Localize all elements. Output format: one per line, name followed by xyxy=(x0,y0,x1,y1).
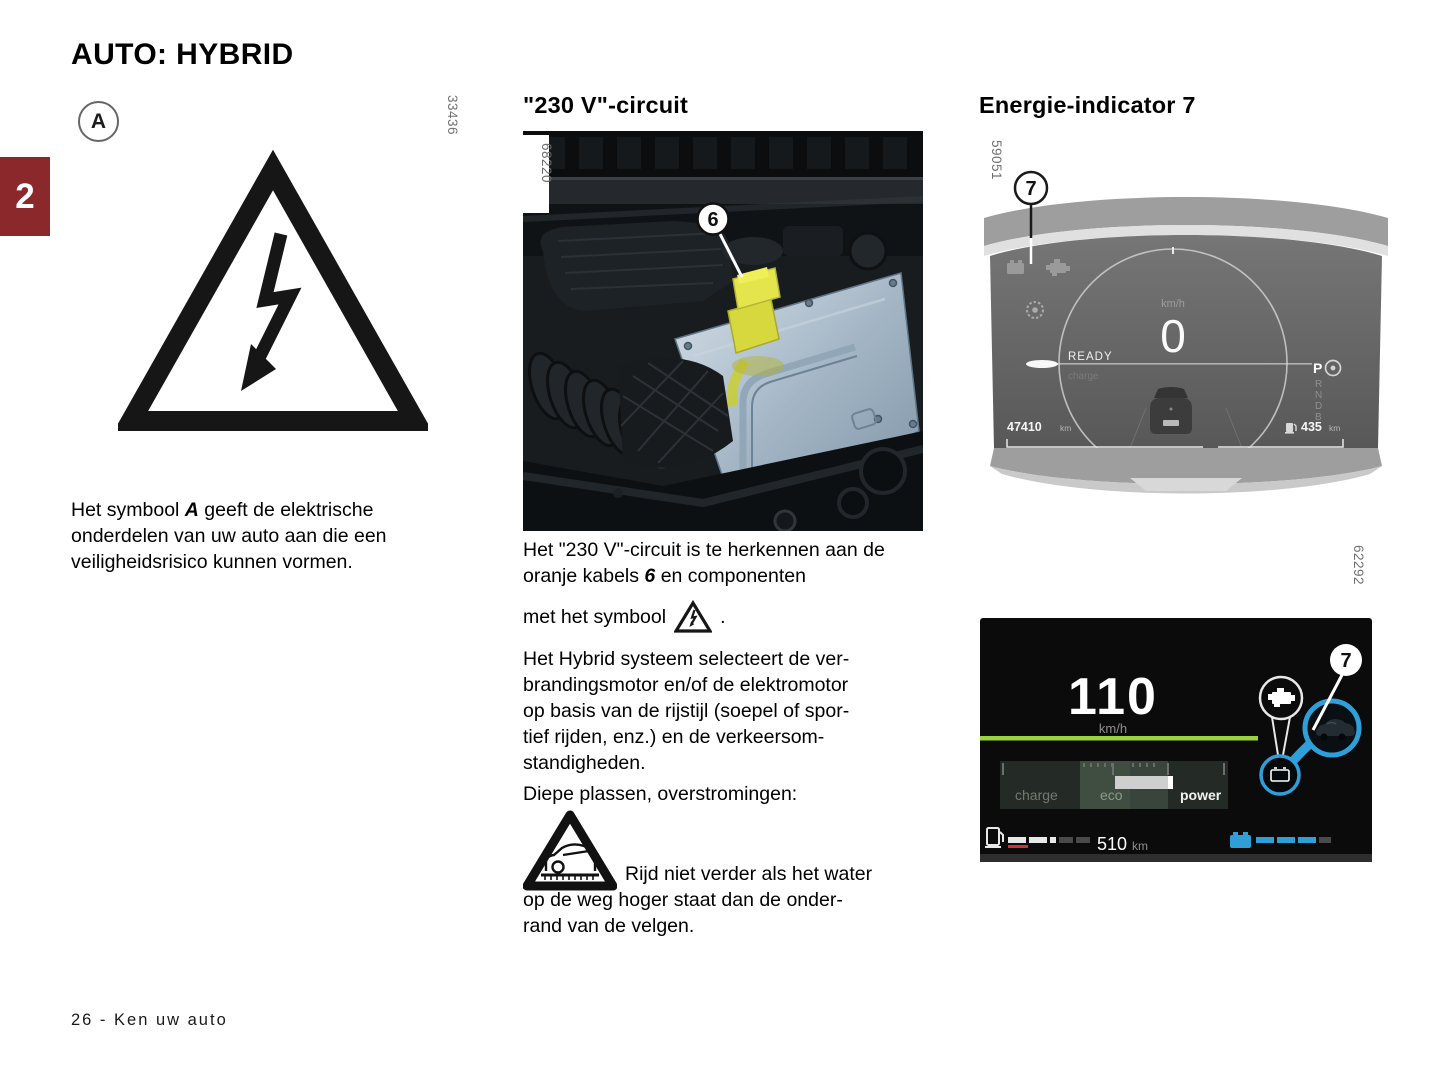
lightning-bolt-icon xyxy=(241,232,302,391)
orange-230v-connector xyxy=(726,267,784,408)
tpms-icon xyxy=(1026,301,1044,319)
gauge-label-power: power xyxy=(1180,787,1222,803)
gauge-label-charge: charge xyxy=(1015,787,1058,803)
range-unit: km xyxy=(1329,423,1340,433)
paragraph-text: en componenten xyxy=(655,565,806,587)
horizon-line xyxy=(1040,363,1312,365)
range-value: 435 xyxy=(1301,420,1322,434)
energy-flow-diagram: 7 xyxy=(1258,644,1362,796)
callout-6-number: 6 xyxy=(707,209,718,231)
gear-n: N xyxy=(1315,390,1322,401)
fuel-pump-icon xyxy=(985,827,1004,848)
callout-line xyxy=(1311,674,1344,731)
high-voltage-warning-triangle-icon xyxy=(118,150,428,431)
gear-selected: P xyxy=(1313,360,1322,376)
hybrid-battery-icon xyxy=(1270,767,1290,782)
high-voltage-triangle-small-icon xyxy=(674,600,713,633)
speed-limiter-icon xyxy=(1324,359,1342,377)
gear-r: R xyxy=(1315,379,1322,390)
range-unit: km xyxy=(1132,839,1148,853)
callout-line xyxy=(717,231,744,278)
gear-d: D xyxy=(1315,401,1322,412)
car-side-icon xyxy=(1316,719,1355,741)
figure-number-62292: 62292 xyxy=(1351,545,1366,586)
figure-number-68220: 68220 xyxy=(539,143,554,183)
check-engine-icon xyxy=(1046,259,1070,276)
caption-text: Het symbool xyxy=(71,499,185,521)
speed-unit: km/h xyxy=(1161,298,1185,310)
callout-7-number: 7 xyxy=(1340,650,1351,672)
fuel-gauge: 510 km xyxy=(985,827,1148,854)
marker-a-letter: A xyxy=(90,109,107,133)
callout-7-number: 7 xyxy=(1025,178,1036,200)
odometer-value: 47410 xyxy=(1007,420,1042,434)
chapter-tab: 2 xyxy=(0,157,50,236)
paragraph-text: met het symbool xyxy=(523,606,667,628)
paragraph-deep-water: Diepe plassen, overstromingen: xyxy=(523,783,798,805)
section-heading-energie-indicator: Energie-indicator 7 xyxy=(979,92,1196,118)
figure-number-33436: 33436 xyxy=(445,95,460,136)
energy-indicator-display: 110 km/h charge eco power xyxy=(980,618,1372,862)
energy-gauge-bar xyxy=(1115,776,1170,789)
page-footer: 26 - Ken uw auto xyxy=(71,1011,228,1029)
callout-6-marker xyxy=(696,202,730,236)
instrument-cluster-display: km/h 0 READY charge xyxy=(984,170,1388,494)
item-marker-a: A xyxy=(78,101,119,142)
gauge-label-eco: eco xyxy=(1100,787,1123,803)
eco-line xyxy=(980,736,1258,741)
callout-7-marker xyxy=(1330,644,1362,676)
check-engine-icon xyxy=(1268,688,1295,707)
engine-circle xyxy=(1258,675,1304,721)
battery-icon xyxy=(1007,260,1024,274)
paragraph-230v: Het "230 V"-circuit is te herkennen aan … xyxy=(523,537,909,589)
left-caption: Het symbool A geeft de elektrische onder… xyxy=(71,497,457,575)
callout-ref-6: 6 xyxy=(644,565,656,587)
chapter-number: 2 xyxy=(15,176,35,216)
range-value: 510 xyxy=(1097,834,1127,854)
wading-warning-triangle-icon xyxy=(523,810,617,891)
fuel-reserve-mark xyxy=(1008,845,1028,848)
car-in-water-glyph xyxy=(544,843,597,874)
charge-label-faint: charge xyxy=(1068,371,1099,382)
ready-indicator: READY xyxy=(1068,351,1113,363)
speed-value: 0 xyxy=(1160,310,1186,362)
hybrid-battery-icon xyxy=(1230,832,1251,848)
speed-unit: km/h xyxy=(1099,721,1127,736)
dash-hood xyxy=(984,197,1388,246)
gear-b: B xyxy=(1315,412,1322,423)
section-heading-230v: "230 V"-circuit xyxy=(523,92,689,118)
paragraph-text: . xyxy=(720,606,726,628)
caption-marker-ref: A xyxy=(184,499,199,521)
cluster-screen xyxy=(990,235,1382,448)
hood-slats xyxy=(541,137,907,169)
engine-bay-photo: 68220 6 xyxy=(523,131,923,531)
odometer-unit: km xyxy=(1060,423,1071,433)
paragraph-hybrid-system: Het Hybrid systeem selecteert de ver- br… xyxy=(523,648,850,774)
paragraph-wading-warning: Rijd niet verder als het water op de weg… xyxy=(523,809,935,939)
fuel-pump-icon xyxy=(1285,423,1297,434)
car-rear-icon xyxy=(1150,387,1192,434)
air-filter-housing xyxy=(618,358,733,468)
energy-gauge: charge eco power xyxy=(1000,761,1228,809)
callout-7-marker xyxy=(1013,170,1049,206)
battery-charge-gauge xyxy=(1230,832,1331,848)
paragraph-symbol: met het symbool . xyxy=(523,600,725,634)
page-title: AUTO: HYBRID xyxy=(71,38,294,71)
battery-circle xyxy=(1259,754,1301,796)
speed-value: 110 xyxy=(1068,668,1158,726)
caption-text: geeft de elektrische onderdelen van uw a… xyxy=(71,499,387,573)
pulley xyxy=(859,447,907,495)
wading-warning-text: Rijd niet verder als het water op de weg… xyxy=(523,863,873,937)
paragraph-text: Het "230 V"-circuit is te herkennen aan … xyxy=(523,539,885,587)
figure-label-box xyxy=(523,135,549,213)
